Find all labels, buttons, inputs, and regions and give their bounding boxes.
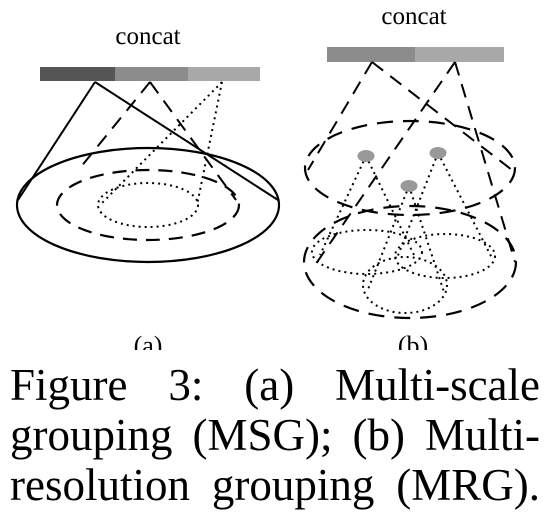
panel-b-concat-bar-segment-2 (415, 47, 504, 62)
panel-b-concat-bar-segment-1 (327, 47, 415, 62)
panel-b-lower-cone-left-line (312, 61, 456, 269)
panel-b-centroid-2-cone-right-line (437, 152, 493, 259)
panel-a-inner-cone-right-line (196, 81, 223, 206)
caption-line-3: resolution grouping (MRG). (10, 460, 540, 510)
caption-line-2: grouping (MSG); (b) Multi- (10, 410, 540, 460)
panel-b: concat (b) (302, 3, 518, 350)
panel-a-outer-scale-ellipse (15, 146, 281, 264)
panel-a-middle-scale-ellipse (55, 168, 241, 242)
panel-a-inner-scale-ellipse (97, 182, 199, 228)
panel-b-centroid-dot-2 (429, 147, 447, 159)
panel-b-label: (b) (398, 331, 428, 350)
panel-b-upper-cone-right-line (371, 61, 513, 171)
panel-b-centroid-3-cone-left-line (366, 185, 410, 293)
diagram-figure: concat (a) concat (15, 3, 518, 350)
panel-a-concat-label: concat (115, 23, 180, 50)
panel-a-concat-bar-segment-2 (115, 67, 188, 81)
panel-b-lower-level-ellipse (302, 204, 518, 320)
panel-b-upper-cone-left-line (307, 61, 373, 171)
panel-a-middle-cone-right-line (149, 81, 237, 201)
panel-a-outer-cone-left-line (17, 81, 96, 201)
figure-caption: Figure 3: (a) Multi-scale grouping (MSG)… (10, 360, 540, 510)
panel-b-centroid-dot-3 (400, 180, 418, 192)
panel-a-outer-cone-right-line (94, 81, 279, 201)
panel-a-label: (a) (134, 331, 163, 350)
caption-line-1: Figure 3: (a) Multi-scale (10, 360, 540, 410)
panel-a-inner-cone-left-line (99, 81, 223, 206)
panel-b-lower-cone-right-line (454, 61, 516, 263)
panel-b-subregion-ellipse-left (311, 229, 423, 275)
panel-b-upper-level-ellipse (303, 119, 517, 217)
panel-b-centroid-2-cone-left-line (396, 152, 439, 259)
panel-b-subregion-ellipse-right (394, 233, 496, 279)
panel-a-middle-cone-left-line (79, 81, 151, 169)
panel-b-centroid-dot-1 (357, 150, 375, 162)
panel-b-centroid-1-cone-right-line (365, 155, 415, 256)
panel-b-concat-label: concat (381, 3, 446, 30)
panel-a-concat-bar-segment-3 (188, 67, 260, 81)
panel-a: concat (a) (15, 23, 281, 350)
panel-b-centroid-1-cone-left-line (319, 155, 367, 256)
panel-b-centroid-3-cone-right-line (408, 185, 445, 293)
panel-a-concat-bar-segment-1 (40, 67, 115, 81)
panel-b-subregion-ellipse-bottom (362, 256, 448, 314)
